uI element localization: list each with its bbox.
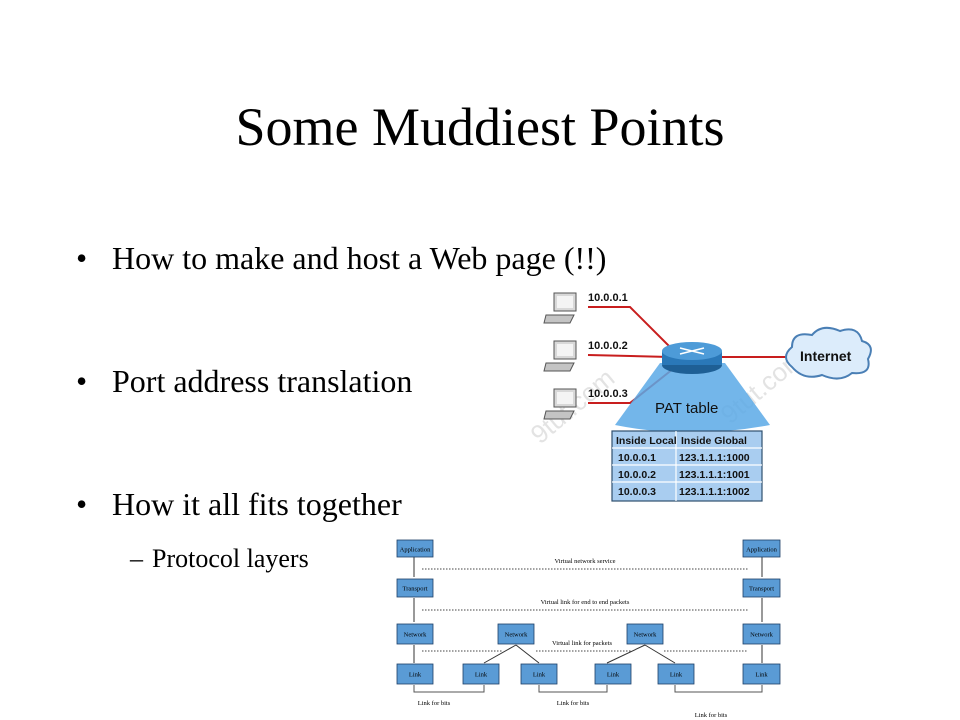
pat-table: Inside Local Inside Global 10.0.0.1 123.… [611, 430, 763, 502]
virtual-link-packets-label: Virtual link for packets [552, 640, 613, 647]
bullet-pat: • Port address translation [76, 361, 412, 401]
network-label: Network [404, 632, 427, 639]
internet-cloud-icon [785, 326, 872, 380]
bullet-web-page: • How to make and host a Web page (!!) [76, 238, 606, 278]
link-label: Link [533, 672, 546, 679]
pat-cell: 10.0.0.1 [618, 452, 656, 464]
network-label: Network [505, 632, 528, 639]
virtual-network-service-label: Virtual network service [555, 558, 616, 565]
link-label: Link [755, 672, 768, 679]
link-label: Link [670, 672, 683, 679]
computer-icon [543, 292, 577, 324]
bullet-dot: • [76, 486, 88, 522]
network-label: Network [750, 632, 773, 639]
bullet-dot: • [76, 240, 88, 276]
network-box [396, 623, 434, 645]
link-label: Link [475, 672, 488, 679]
link-box [520, 663, 558, 685]
pat-cell: 10.0.0.2 [618, 469, 656, 481]
bullet-text: Port address translation [112, 363, 413, 399]
sub-bullet-dash: – [130, 544, 143, 573]
pat-col-header: Inside Global [681, 435, 747, 447]
host-ip-label: 10.0.0.2 [588, 340, 628, 352]
bullet-text: How to make and host a Web page (!!) [112, 240, 607, 276]
link-box [594, 663, 632, 685]
pat-col-header: Inside Local [616, 435, 677, 447]
link-label: Link [409, 672, 422, 679]
bullet-fits-together: • How it all fits together [76, 484, 402, 524]
computer-icon [543, 340, 577, 372]
sub-bullet-protocol-layers: –Protocol layers [130, 542, 309, 576]
sub-bullet-text: Protocol layers [152, 544, 309, 573]
link-for-bits-label: Link for bits [557, 700, 590, 707]
router-cone [615, 363, 770, 433]
virtual-link-e2e-label: Virtual link for end to end packets [541, 599, 630, 606]
pat-cell: 10.0.0.3 [618, 486, 656, 498]
protocol-layers-diagram: Application Application Transport Transp… [396, 539, 781, 719]
link-box [657, 663, 695, 685]
network-box [742, 623, 781, 645]
pat-cell: 123.1.1.1:1002 [679, 486, 750, 498]
bullet-text: How it all fits together [112, 486, 402, 522]
slide-title: Some Muddiest Points [235, 97, 725, 157]
stack-connectors [413, 557, 763, 664]
pat-cell: 123.1.1.1:1000 [679, 452, 750, 464]
pat-cell: 123.1.1.1:1001 [679, 469, 750, 481]
application-label: Application [746, 547, 777, 554]
transport-label: Transport [749, 586, 774, 593]
router-icon [662, 342, 722, 374]
pat-table-caption: PAT table [655, 400, 718, 417]
link-label: Link [607, 672, 620, 679]
link-for-bits-label: Link for bits [418, 700, 451, 707]
application-box [396, 539, 434, 558]
link-box [742, 663, 781, 685]
pat-diagram: 9tut.com 9tut.com PAT table [530, 292, 872, 502]
host-ip-label: 10.0.0.1 [588, 292, 628, 304]
internet-label: Internet [800, 348, 852, 364]
network-box [626, 623, 664, 645]
transport-box [742, 578, 781, 598]
bullet-dot: • [76, 363, 88, 399]
layer-boxes: Application Application Transport Transp… [396, 539, 781, 719]
transport-box [396, 578, 434, 598]
link-box [396, 663, 434, 685]
link-for-bits-label: Link for bits [695, 712, 728, 719]
virtual-links [422, 568, 748, 652]
application-box [742, 539, 781, 558]
bit-links [413, 685, 763, 693]
network-label: Network [634, 632, 657, 639]
network-box [497, 623, 535, 645]
computer-icon [543, 388, 577, 420]
link-box [462, 663, 500, 685]
host-ip-label: 10.0.0.3 [588, 388, 628, 400]
transport-label: Transport [402, 586, 427, 593]
application-label: Application [400, 547, 431, 554]
